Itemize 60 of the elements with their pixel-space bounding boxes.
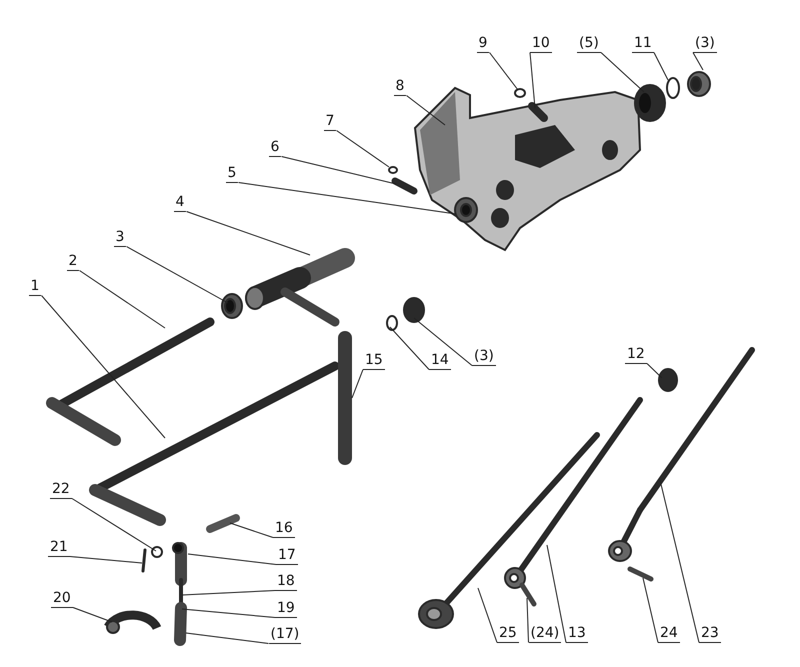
leader-line xyxy=(186,211,310,256)
leader-line xyxy=(646,363,662,378)
leader-line xyxy=(642,578,658,643)
leader-line xyxy=(126,246,228,304)
leader-line xyxy=(41,295,166,438)
leader-line xyxy=(79,270,166,328)
callout-number: 9 xyxy=(476,34,490,52)
leader-line xyxy=(390,326,430,370)
leader-line xyxy=(530,52,536,108)
leader-line xyxy=(72,498,156,552)
leader-line xyxy=(489,52,518,90)
leader-line xyxy=(660,480,700,643)
callout-number: 14 xyxy=(429,350,451,370)
callout-number: 20 xyxy=(51,588,73,608)
callout-number: 21 xyxy=(48,538,70,556)
callout-number: 8 xyxy=(394,76,406,96)
callout-number: 23 xyxy=(699,624,721,642)
leader-line xyxy=(188,554,276,565)
leader-line xyxy=(182,608,276,618)
callout-number: 18 xyxy=(275,572,297,590)
callout-number: 4 xyxy=(174,192,186,212)
callout-number: 15 xyxy=(363,350,385,370)
leader-line xyxy=(230,522,274,538)
callout-number: 12 xyxy=(625,344,647,364)
leader-line xyxy=(654,52,668,80)
leader-line xyxy=(186,632,269,644)
leader-line xyxy=(238,182,456,214)
leader-line xyxy=(182,590,276,596)
callout-number: 24 xyxy=(658,624,680,642)
callout-number: (3) xyxy=(472,346,496,366)
leader-line xyxy=(414,318,472,366)
callout-number: 25 xyxy=(497,624,519,642)
callout-number: 19 xyxy=(275,598,297,618)
leader-line xyxy=(336,130,390,168)
leader-line xyxy=(406,95,446,126)
callout-number: 11 xyxy=(632,34,654,52)
leader-line xyxy=(600,52,644,92)
leader-line xyxy=(692,52,704,70)
callout-number: 6 xyxy=(268,138,282,156)
callout-number: 1 xyxy=(28,276,42,296)
callout-number: 3 xyxy=(114,228,126,246)
leader-line xyxy=(546,544,566,643)
callout-number: 16 xyxy=(273,518,295,538)
callout-number: 7 xyxy=(324,112,336,130)
callout-number: 17 xyxy=(276,546,298,564)
callout-number: (3) xyxy=(693,34,717,52)
callout-number: 13 xyxy=(566,624,588,642)
leader-line xyxy=(72,607,112,622)
leader-line xyxy=(70,556,142,564)
callout-number: 10 xyxy=(530,34,552,52)
leader-line xyxy=(281,156,396,184)
callout-number: 2 xyxy=(66,252,80,270)
callout-number: 22 xyxy=(50,480,72,498)
callout-number: (24) xyxy=(528,624,562,642)
leader-line xyxy=(352,369,364,398)
leader-line xyxy=(478,588,498,643)
callout-number: (17) xyxy=(268,624,302,644)
callout-number: 5 xyxy=(226,164,238,182)
callout-number: (5) xyxy=(577,34,601,52)
leader-line xyxy=(526,598,529,643)
